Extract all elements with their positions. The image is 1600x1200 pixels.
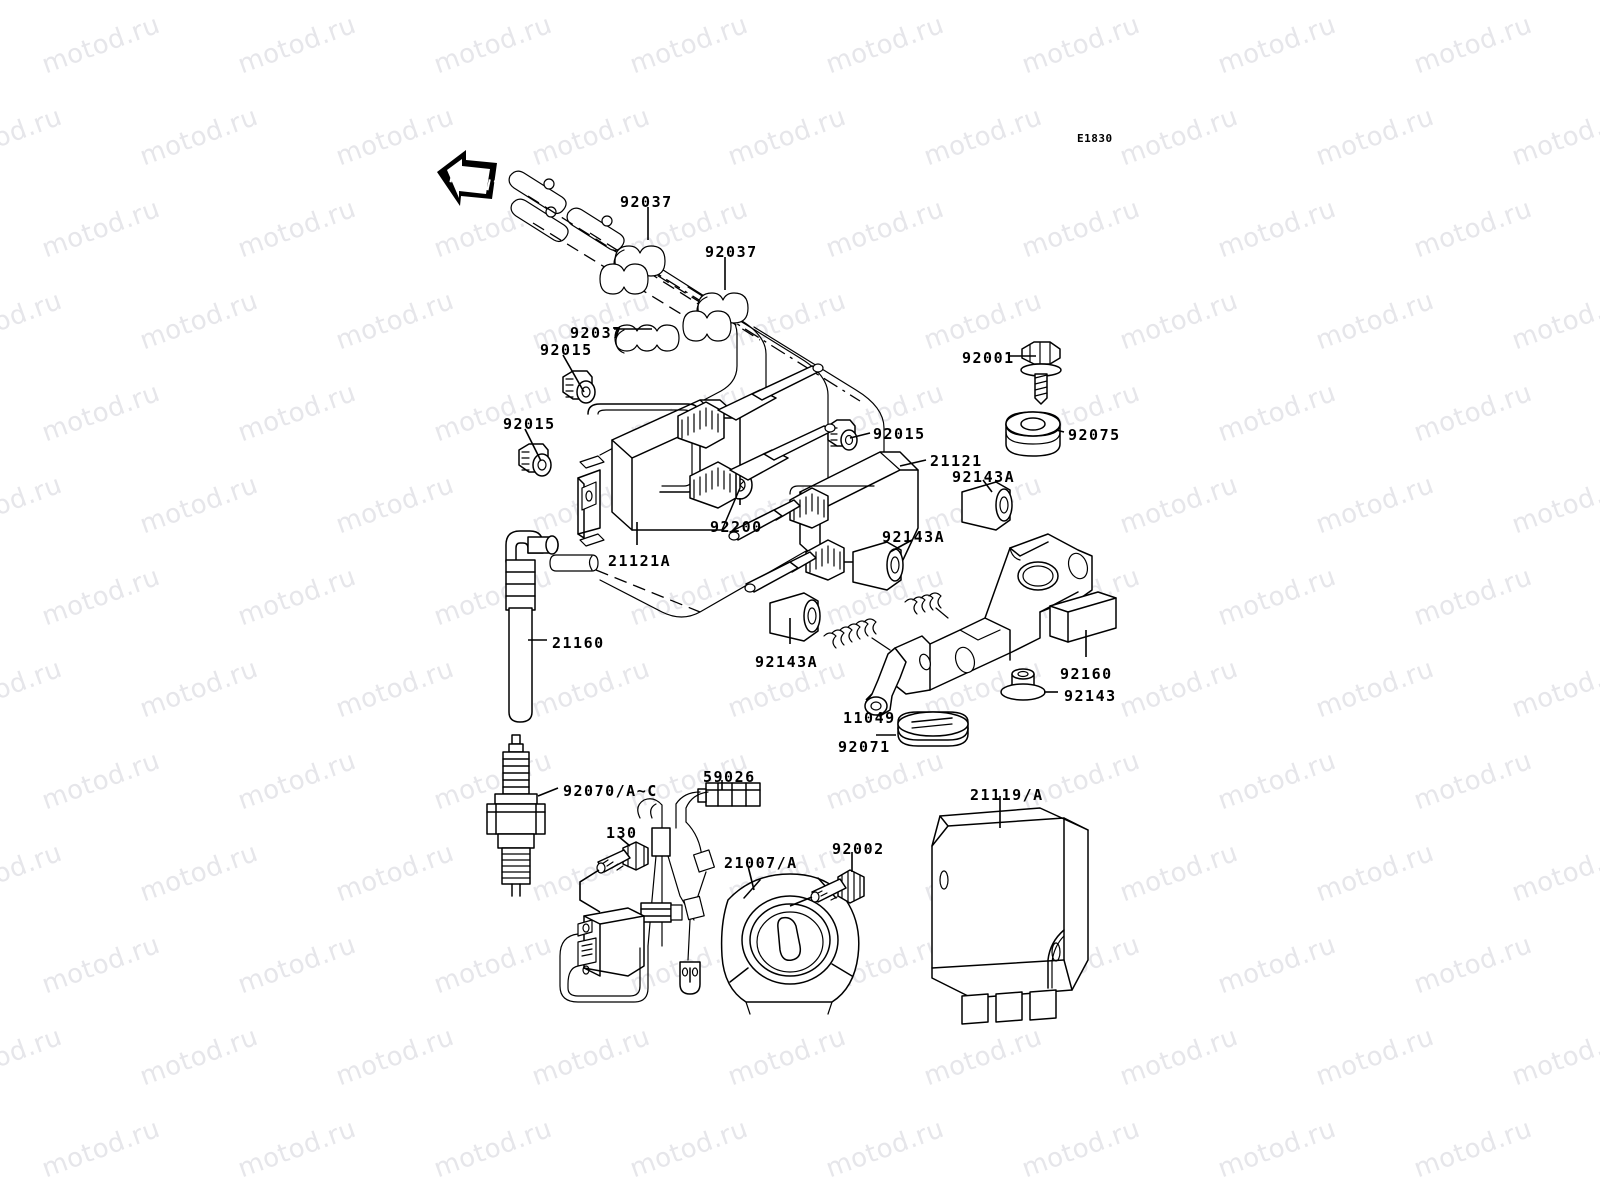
part-label-grommet[interactable]: 92071 [838, 738, 891, 756]
ht-lead-group [508, 170, 885, 618]
spark-plug-92070 [486, 734, 546, 897]
collar-92143A-upper [961, 481, 1013, 531]
bolt-92002 [789, 869, 865, 907]
part-label-damper-block[interactable]: 92160 [1060, 665, 1113, 683]
clamp-92037-lower [614, 324, 680, 354]
part-label-bolt[interactable]: 92001 [962, 349, 1015, 367]
ignition-coil-21121A [577, 363, 836, 547]
part-label-damper[interactable]: 92075 [1068, 426, 1121, 444]
collar-92143 [1000, 668, 1046, 701]
collar-92143A-lower [769, 592, 821, 642]
part-label-pickup-coil-lead[interactable]: 59026 [703, 768, 756, 786]
part-label-bolt-rotor[interactable]: 92002 [832, 840, 885, 858]
part-label-nut-upper-left[interactable]: 92015 [540, 341, 593, 359]
clamp-92037-upper-first [599, 245, 666, 295]
spark-plug-cap-21160 [505, 530, 559, 723]
part-label-igniter-unit[interactable]: 21119/A [970, 786, 1044, 804]
nut-92015-left [518, 443, 552, 477]
ignition-coil-21121 [728, 451, 919, 593]
rotor-21007A [720, 873, 860, 1015]
bolt-92001 [1020, 341, 1062, 405]
part-label-nut-right[interactable]: 92015 [873, 425, 926, 443]
part-label-collar-lower[interactable]: 92143A [755, 653, 819, 671]
part-label-spark-plug[interactable]: 92070/A~C [563, 782, 658, 800]
bracket-11049 [823, 533, 1093, 717]
pickup-coil-59026 [559, 782, 761, 1003]
part-label-nut-left[interactable]: 92015 [503, 415, 556, 433]
part-label-bracket[interactable]: 11049 [843, 709, 896, 727]
leader-lines [524, 207, 1087, 891]
tube-piece [549, 554, 701, 613]
damper-92075 [1005, 411, 1061, 457]
part-label-clamp-upper-second[interactable]: 92037 [705, 243, 758, 261]
front-arrow-icon [437, 150, 497, 206]
part-label-collar-small[interactable]: 92143 [1064, 687, 1117, 705]
clamp-92037-upper-second [682, 292, 749, 342]
part-label-ignition-coil-a[interactable]: 21121A [608, 552, 672, 570]
damper-block-92160 [1049, 591, 1117, 643]
nut-92015-right [827, 419, 858, 451]
part-label-clamp-upper-first[interactable]: 92037 [620, 193, 673, 211]
part-label-collar-middle[interactable]: 92143A [882, 528, 946, 546]
part-label-bolt-130[interactable]: 130 [606, 824, 638, 842]
igniter-unit-21119A [931, 807, 1089, 1025]
collar-92143A-middle [852, 541, 904, 591]
part-label-collar-upper[interactable]: 92143A [952, 468, 1016, 486]
bolt-130 [579, 841, 649, 913]
part-label-ignition-coil[interactable]: 21121 [930, 452, 983, 470]
diagram-code: E1830 [1077, 132, 1113, 145]
part-label-spark-plug-cap[interactable]: 21160 [552, 634, 605, 652]
part-label-clamp-lower[interactable]: 92037 [570, 324, 623, 342]
nut-92015-upper-left [562, 370, 596, 404]
part-label-washer[interactable]: 92200 [710, 518, 763, 536]
grommet-92071 [897, 711, 969, 747]
part-label-rotor[interactable]: 21007/A [724, 854, 798, 872]
